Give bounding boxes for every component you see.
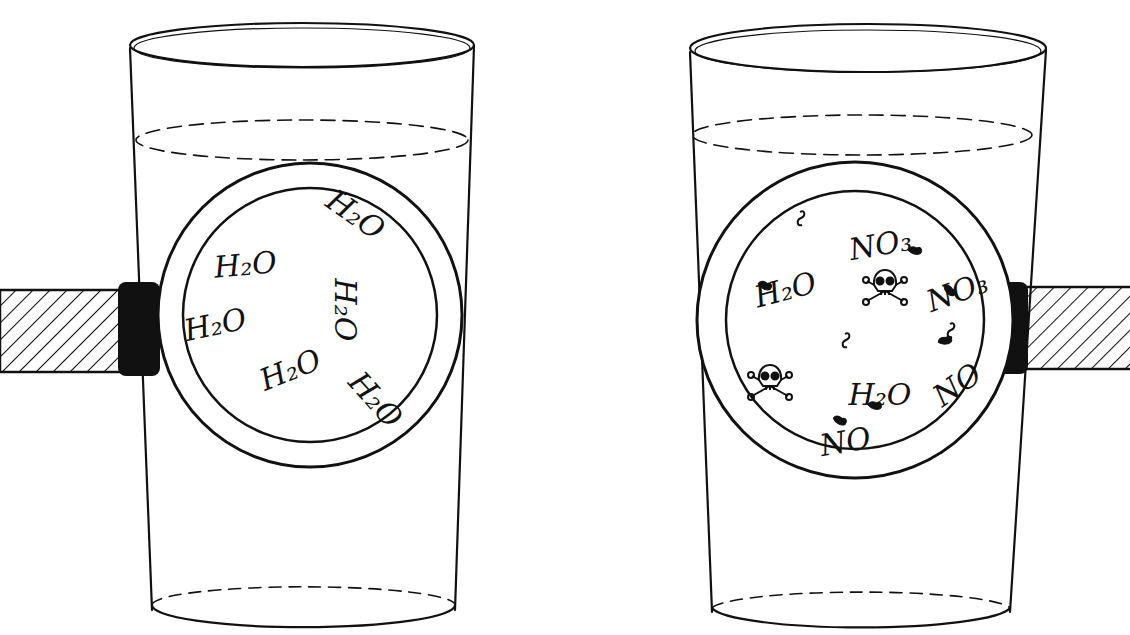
molecule-label: NO xyxy=(817,423,872,461)
magnifier-lens: H₂OH₂OH₂OH₂OH₂OH₂O xyxy=(155,160,465,470)
magnifier-lens: NO₃H₂ONO₃H₂ONONO xyxy=(695,160,1015,480)
molecule-label: H₂O xyxy=(330,279,360,342)
molecule-label: H₂O xyxy=(849,380,912,410)
molecule-label: H₂O xyxy=(212,247,277,282)
